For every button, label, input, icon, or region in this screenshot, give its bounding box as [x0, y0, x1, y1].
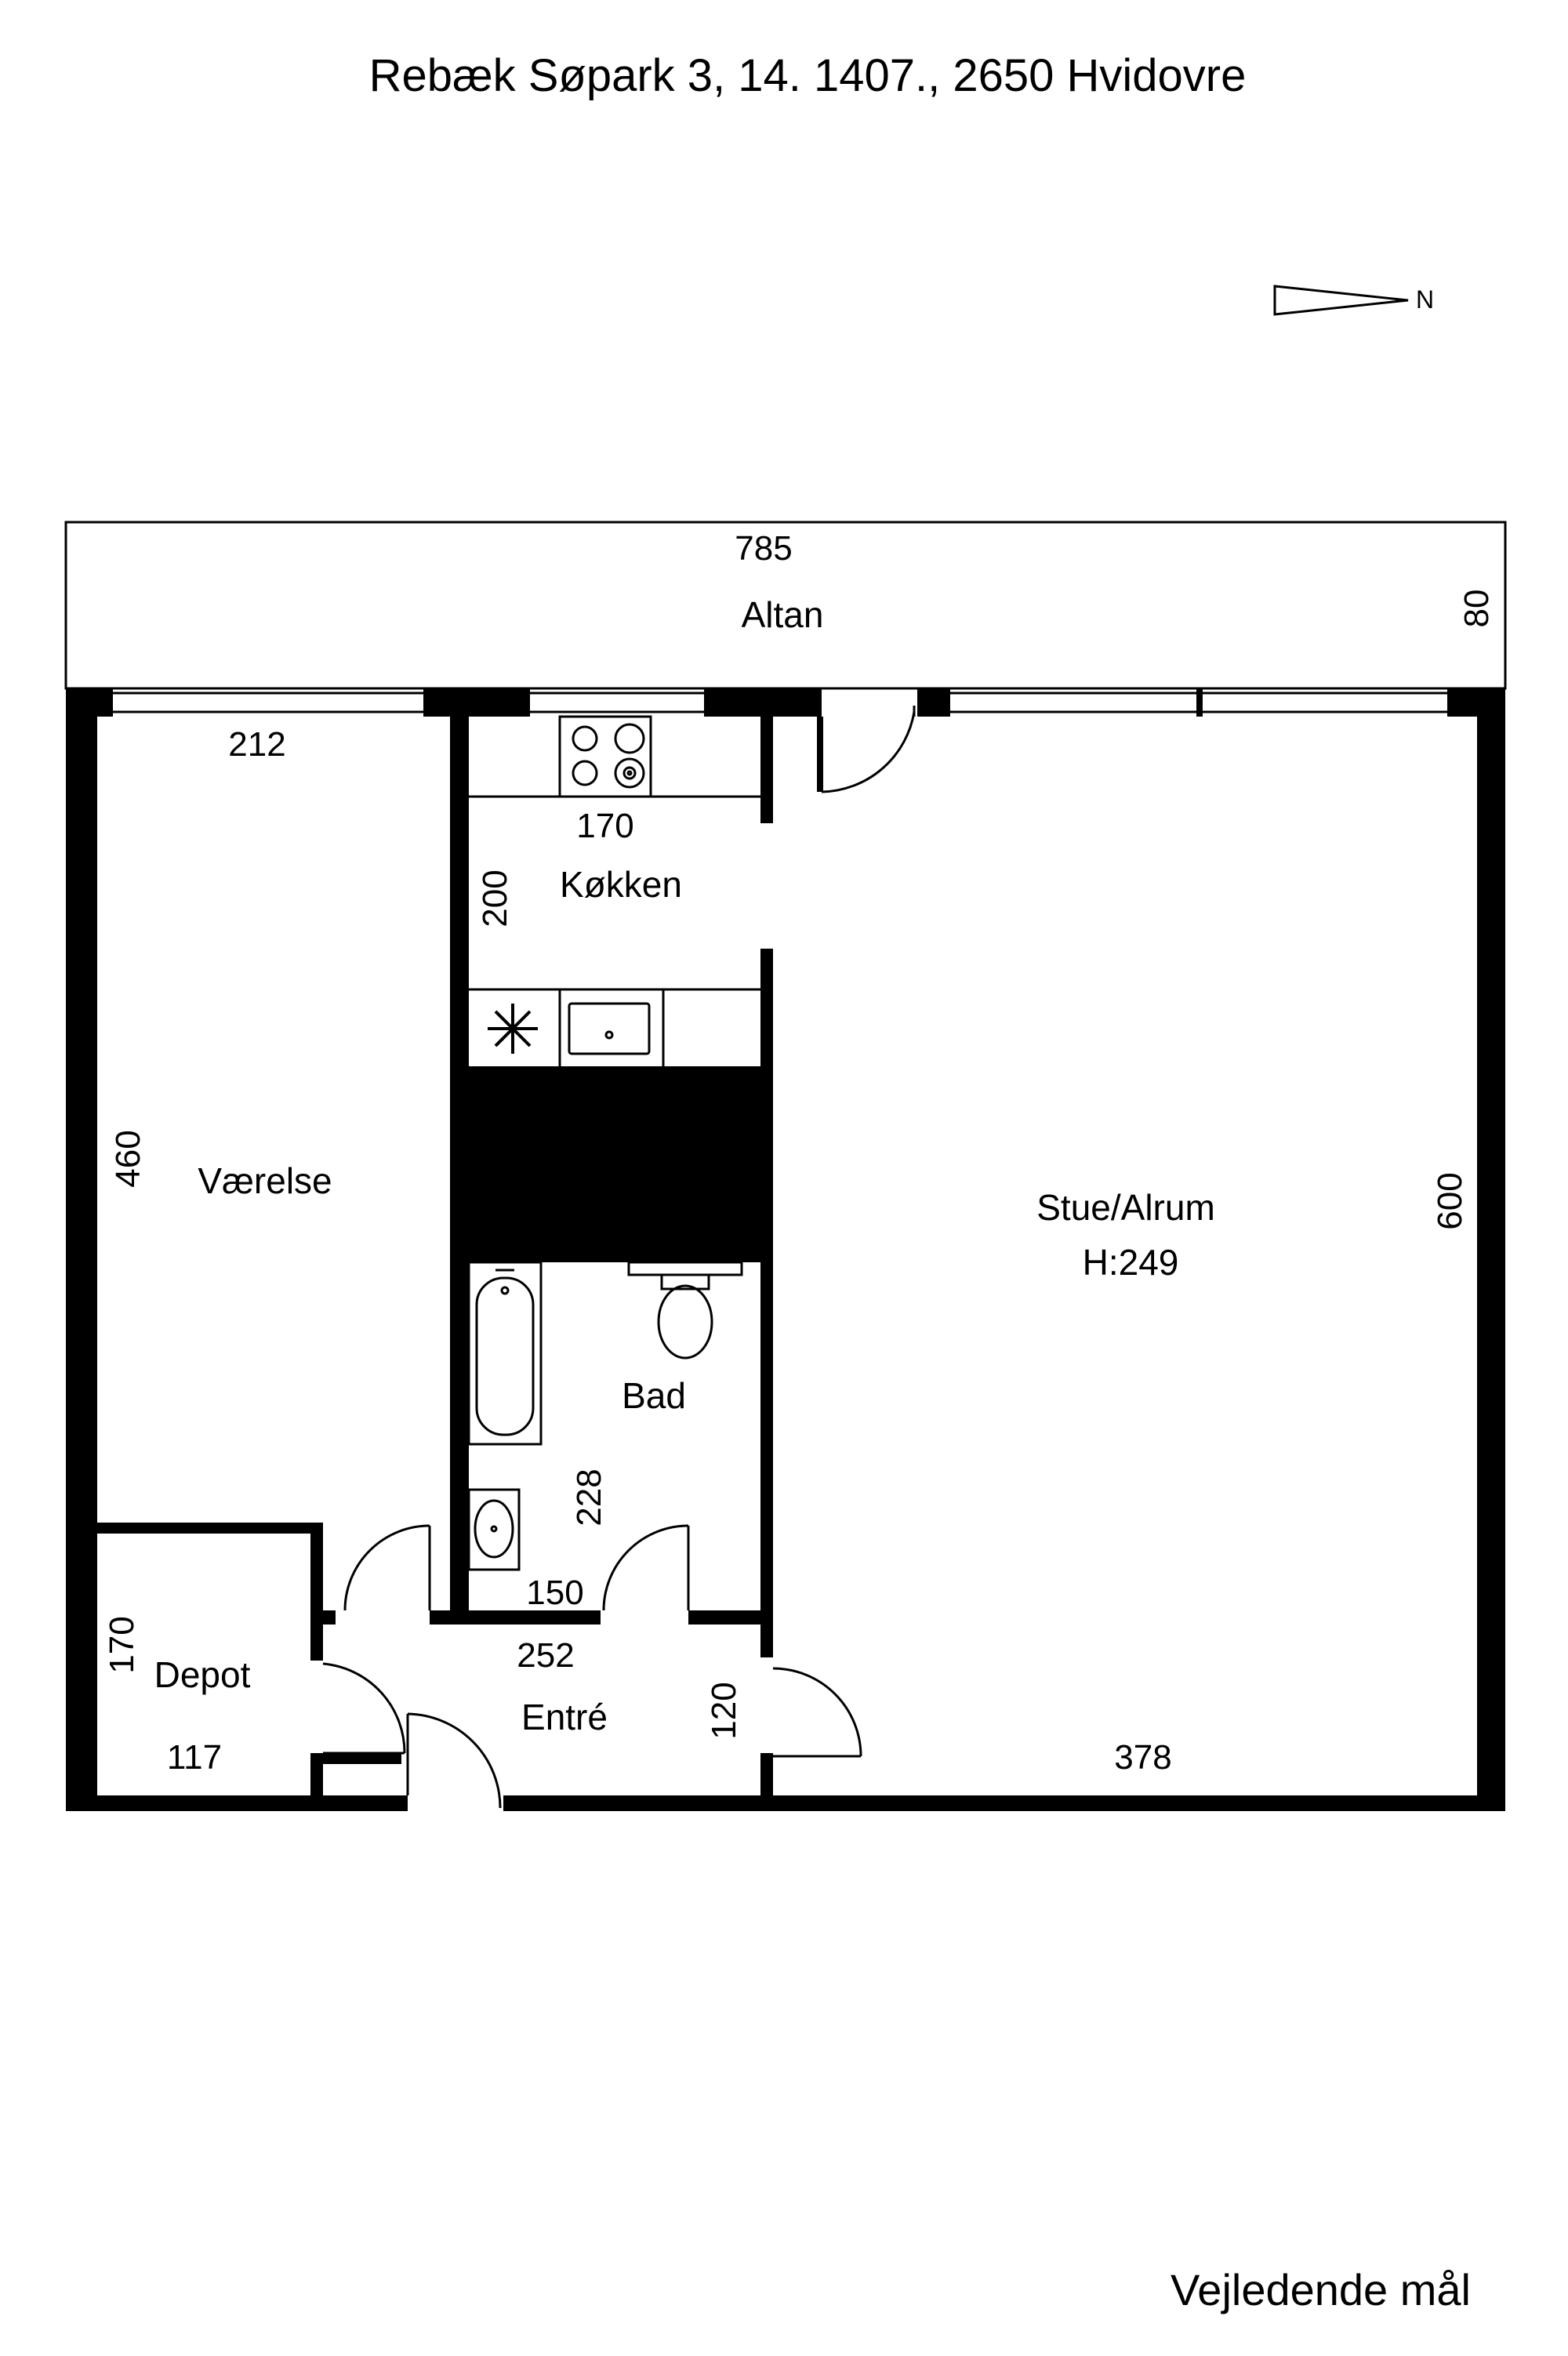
- windows: [113, 692, 1447, 713]
- kitchen-fixtures: [469, 715, 760, 1066]
- room-label-altan: Altan: [742, 594, 824, 635]
- dim-stue-length: 600: [1431, 1172, 1469, 1229]
- dim-altan-depth: 80: [1457, 590, 1496, 628]
- extractor-fan-icon: [488, 1004, 538, 1054]
- dim-stue-width: 378: [1114, 1738, 1171, 1777]
- dim-koekken-width: 170: [576, 807, 633, 845]
- dim-depot-length: 170: [103, 1616, 141, 1673]
- dim-entre-width: 252: [517, 1636, 574, 1675]
- dim-entre-depth: 120: [705, 1682, 743, 1739]
- dim-koekken-length: 200: [476, 869, 514, 927]
- bathroom-fixtures: [467, 1261, 743, 1571]
- room-height-stue: H:249: [1083, 1242, 1179, 1283]
- washbasin: [467, 1488, 521, 1571]
- footer-note: Vejledende mål: [1171, 2265, 1471, 2314]
- bathtub: [467, 1261, 543, 1446]
- balcony-outline: [64, 521, 1507, 690]
- toilet: [627, 1261, 743, 1360]
- room-label-koekken: Køkken: [560, 864, 682, 905]
- kitchen-sink: [568, 1002, 651, 1055]
- stove: [558, 715, 652, 798]
- room-label-stue: Stue/Alrum: [1036, 1187, 1215, 1228]
- interior-walls: [97, 717, 823, 1795]
- room-label-entre: Entré: [521, 1697, 608, 1737]
- exterior-walls: [66, 688, 1505, 1811]
- dim-altan-width: 785: [735, 529, 792, 568]
- room-label-bad: Bad: [622, 1375, 686, 1416]
- dim-depot-width: 117: [167, 1738, 222, 1777]
- dim-vaerelse-width: 212: [228, 725, 285, 764]
- north-arrow-icon: [1273, 285, 1409, 316]
- dim-bad-width: 150: [526, 1574, 583, 1612]
- doors: [322, 706, 916, 1809]
- room-label-depot: Depot: [154, 1654, 251, 1695]
- room-label-vaerelse: Værelse: [198, 1160, 332, 1201]
- dim-bad-length: 228: [570, 1468, 608, 1526]
- dim-vaerelse-length: 460: [109, 1130, 147, 1187]
- address-title: Rebæk Søpark 3, 14. 1407., 2650 Hvidovre: [369, 50, 1247, 101]
- north-label: N: [1416, 285, 1434, 314]
